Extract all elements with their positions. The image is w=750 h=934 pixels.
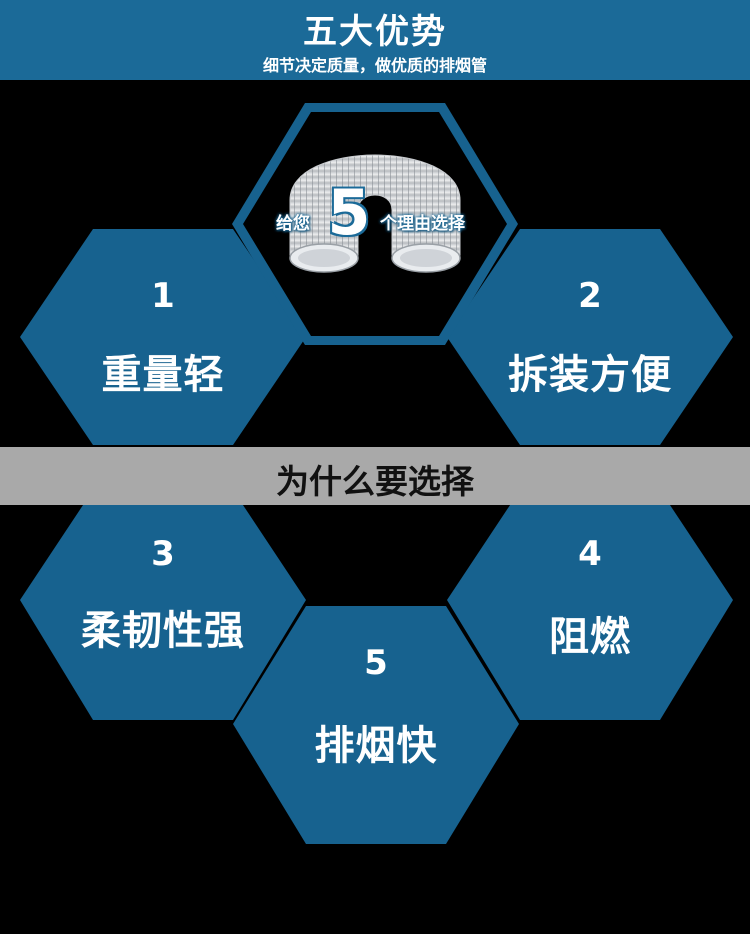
feature-1-number: 1 [151, 276, 175, 316]
center-prefix-text: 给您 [276, 214, 310, 234]
header-banner: 五大优势 细节决定质量，做优质的排烟管 [0, 0, 750, 80]
feature-4-number: 4 [578, 534, 602, 574]
feature-1-label: 重量轻 [101, 352, 225, 398]
center-suffix-text: 个理由选择 [380, 214, 465, 234]
hexagon-feature-3 [20, 490, 306, 720]
feature-3-label: 柔韧性强 [81, 608, 245, 654]
hexagon-feature-4 [447, 490, 733, 720]
feature-3-number: 3 [151, 534, 175, 574]
why-choose-text: 为什么要选择 [276, 462, 474, 501]
feature-2-number: 2 [578, 276, 602, 316]
hexagon-feature-1 [20, 229, 306, 445]
page-subtitle: 细节决定质量，做优质的排烟管 [262, 56, 487, 75]
feature-4-label: 阻燃 [549, 614, 631, 660]
feature-5-number: 5 [364, 643, 388, 683]
why-choose-band [0, 447, 750, 505]
feature-5-label: 排烟快 [314, 723, 438, 769]
page-title: 五大优势 [303, 12, 447, 52]
hexagon-feature-2 [447, 229, 733, 445]
center-hexagon-inner [243, 112, 507, 336]
feature-2-label: 拆装方便 [508, 352, 672, 398]
center-number: 5 [327, 176, 371, 249]
hexagon-feature-5 [233, 606, 519, 844]
flexible-duct-image [289, 154, 461, 273]
